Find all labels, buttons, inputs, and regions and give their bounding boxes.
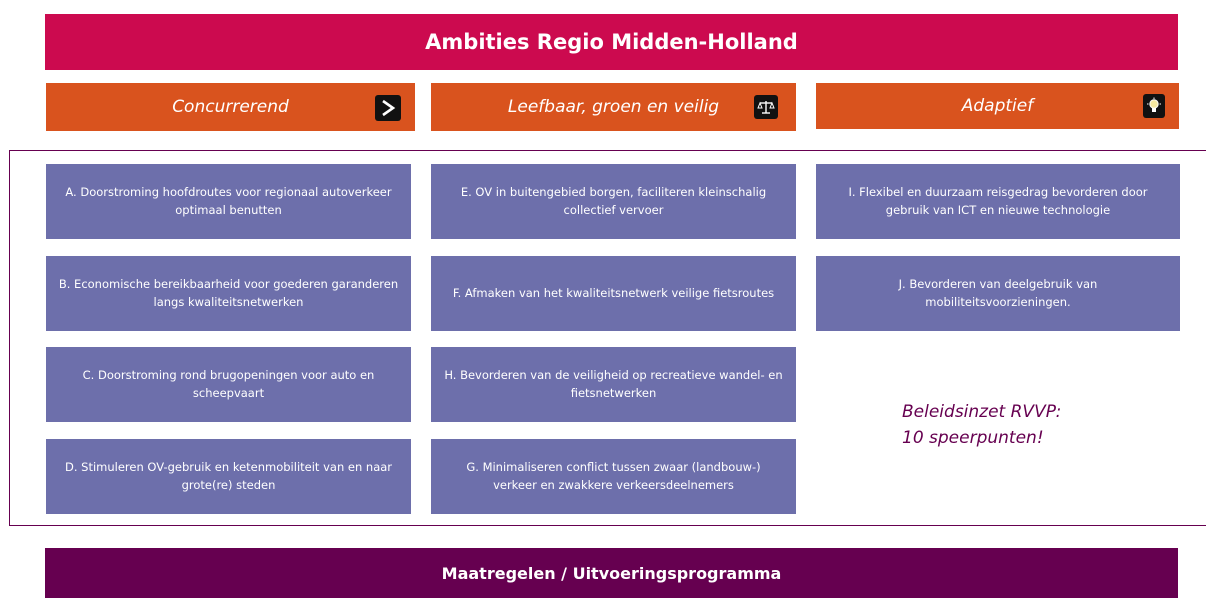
beleidsinzet-note: Beleidsinzet RVVP: 10 speerpunten! <box>902 399 1061 452</box>
theme-leefbaar: Leefbaar, groen en veilig <box>431 83 796 131</box>
scales-glyph <box>757 101 775 114</box>
speerpunt-a: A. Doorstroming hoofdroutes voor regiona… <box>46 164 411 239</box>
theme-label: Adaptief <box>961 96 1034 116</box>
speerpunt-b: B. Economische bereikbaarheid voor goede… <box>46 256 411 331</box>
speerpunten-frame <box>9 150 1206 526</box>
arrow-right-glyph <box>382 99 396 117</box>
footer-title: Maatregelen / Uitvoeringsprogramma <box>441 563 782 583</box>
theme-adaptief: Adaptief <box>816 83 1179 129</box>
speerpunt-j: J. Bevorderen van deelgebruik van mobili… <box>816 256 1180 331</box>
scales-icon <box>754 95 778 119</box>
lightbulb-glyph <box>1147 97 1161 112</box>
header-banner: Ambities Regio Midden-Holland <box>45 14 1178 70</box>
header-title: Ambities Regio Midden-Holland <box>425 30 798 54</box>
theme-label: Leefbaar, groen en veilig <box>507 97 720 117</box>
footer-banner: Maatregelen / Uitvoeringsprogramma <box>45 548 1178 598</box>
note-line-1: Beleidsinzet RVVP: <box>902 402 1062 422</box>
note-line-2: 10 speerpunten! <box>902 428 1044 449</box>
speerpunt-g: G. Minimaliseren conflict tussen zwaar (… <box>431 439 796 514</box>
arrow-right-icon <box>375 95 401 121</box>
lightbulb-icon <box>1143 94 1165 118</box>
theme-concurrerend: Concurrerend <box>46 83 415 131</box>
speerpunt-e: E. OV in buitengebied borgen, facilitere… <box>431 164 796 239</box>
speerpunt-d: D. Stimuleren OV-gebruik en ketenmobilit… <box>46 439 411 514</box>
speerpunt-h: H. Bevorderen van de veiligheid op recre… <box>431 347 796 422</box>
speerpunt-c: C. Doorstroming rond brugopeningen voor … <box>46 347 411 422</box>
theme-label: Concurrerend <box>172 97 289 117</box>
speerpunt-f: F. Afmaken van het kwaliteitsnetwerk vei… <box>431 256 796 331</box>
speerpunt-i: I. Flexibel en duurzaam reisgedrag bevor… <box>816 164 1180 239</box>
